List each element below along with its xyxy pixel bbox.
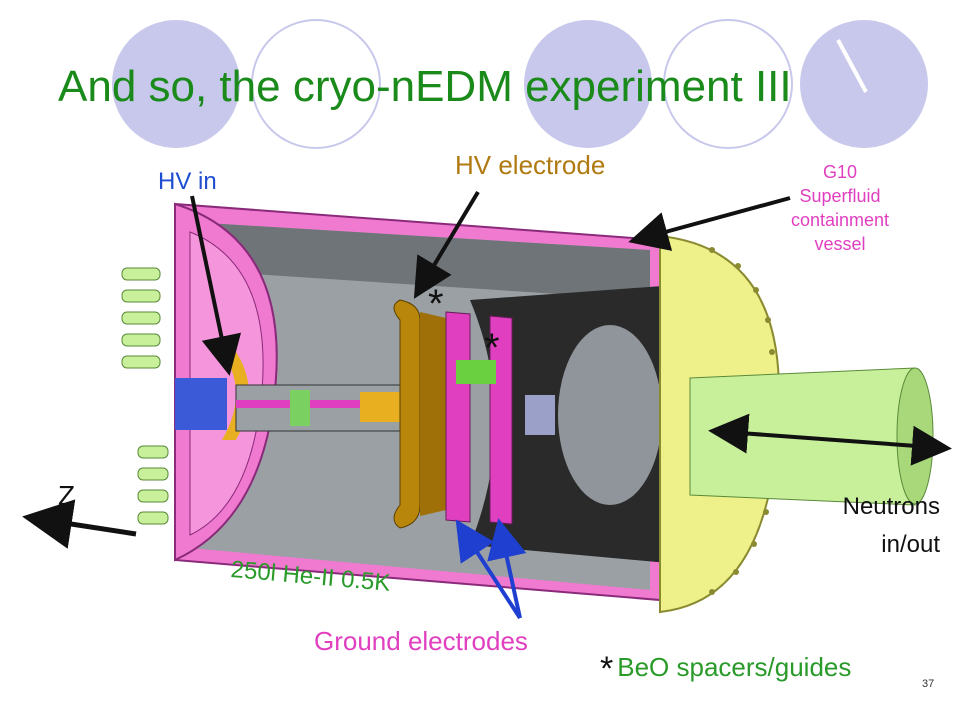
decor-circle <box>663 19 793 149</box>
neutron-arrow <box>708 413 952 466</box>
spacer-marker-2: * <box>484 326 500 370</box>
hv-electrode-arrow <box>413 190 480 299</box>
ground-electrodes-label: Ground electrodes <box>314 626 528 656</box>
beo-legend-text: BeO spacers/guides <box>617 652 852 682</box>
ground-arrow-2 <box>487 518 527 619</box>
spacer-marker-1: * <box>428 282 444 326</box>
beo-marker: * <box>600 650 614 688</box>
neutrons-label: Neutrons in/out <box>842 493 940 558</box>
ground-arrow-1 <box>455 519 522 620</box>
g10-vessel-label: G10 Superfluid containment vessel <box>790 162 890 254</box>
hv-electrode-label: HV electrode <box>455 150 606 180</box>
slide-title: And so, the cryo-nEDM experiment III <box>58 62 792 111</box>
beo-legend: *BeO spacers/guides <box>600 650 851 689</box>
decor-circle <box>112 20 240 148</box>
z-axis-label: Z <box>58 480 76 511</box>
decor-circle <box>800 20 928 148</box>
hv-in-arrow <box>190 195 242 376</box>
hv-in-label: HV in <box>158 168 217 195</box>
z-axis-arrow <box>22 499 137 549</box>
decor-circle <box>524 20 652 148</box>
g10-arrow <box>628 196 791 251</box>
decor-circle <box>251 19 381 149</box>
page-number: 37 <box>922 678 935 690</box>
